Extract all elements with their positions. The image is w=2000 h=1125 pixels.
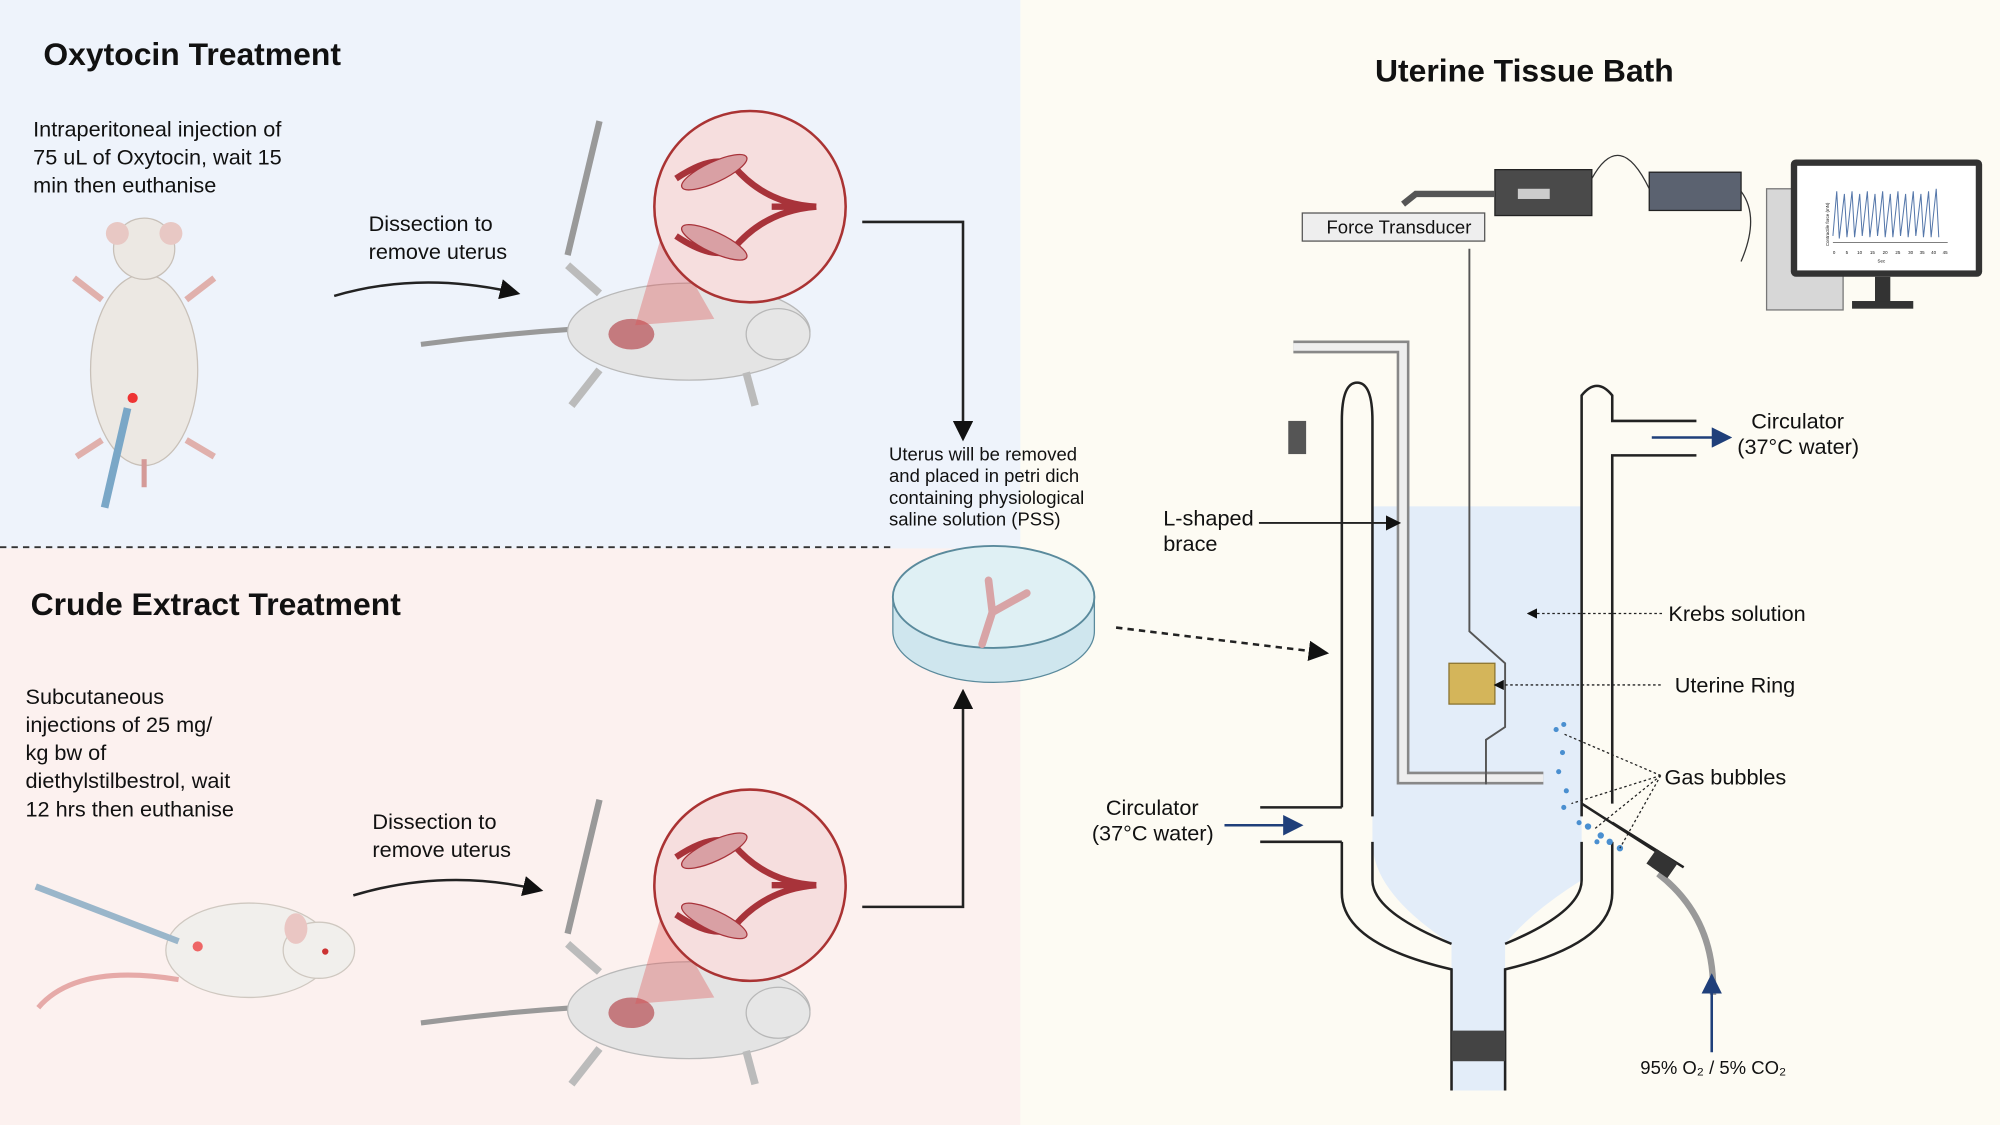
mouse-supine-icon bbox=[72, 217, 217, 509]
oxytocin-panel bbox=[0, 0, 1021, 549]
gas-bubbles-icon bbox=[1553, 721, 1624, 852]
oxytocin-description: 75 uL of Oxytocin, wait 15 bbox=[33, 145, 282, 170]
monitor-ylabel: Contractile force (mN) bbox=[1825, 202, 1830, 246]
monitor-xtick: 35 bbox=[1920, 250, 1925, 255]
tissue-bath-vessel bbox=[1260, 248, 1717, 1091]
crude-extract-title: Crude Extract Treatment bbox=[31, 586, 402, 622]
oxytocin-description: Intraperitoneal injection of bbox=[33, 116, 282, 141]
petri-note: containing physiological bbox=[889, 487, 1084, 508]
gas-mix-label: 95% O₂ / 5% CO₂ bbox=[1640, 1057, 1786, 1078]
gas-bubbles-label: Gas bubbles bbox=[1665, 764, 1787, 789]
crude-description: kg bw of bbox=[26, 740, 108, 765]
amplifier-device-icon bbox=[1401, 154, 1752, 262]
monitor-xtick: 5 bbox=[1846, 250, 1849, 255]
to-bath-arrow bbox=[1115, 626, 1330, 662]
monitor-xtick: 0 bbox=[1833, 250, 1836, 255]
crude-description: Subcutaneous bbox=[26, 684, 165, 709]
petri-note: and placed in petri dich bbox=[889, 465, 1079, 486]
monitor-xtick: 40 bbox=[1931, 250, 1936, 255]
crude-description: diethylstilbestrol, wait bbox=[26, 768, 231, 793]
crude-description: 12 hrs then euthanise bbox=[26, 796, 234, 821]
force-transducer-label: Force Transducer bbox=[1327, 216, 1472, 237]
flow-arrow bbox=[862, 220, 974, 442]
monitor-xtick: 15 bbox=[1870, 250, 1875, 255]
oxytocin-title: Oxytocin Treatment bbox=[43, 36, 341, 72]
dissection-label: Dissection to bbox=[369, 211, 493, 236]
uterine-ring-label: Uterine Ring bbox=[1675, 673, 1795, 698]
oxytocin-description: min then euthanise bbox=[33, 173, 216, 198]
circulator-in-label: Circulator bbox=[1106, 795, 1199, 820]
brace-label: brace bbox=[1163, 531, 1217, 556]
petri-note: Uterus will be removed bbox=[889, 443, 1077, 464]
dissection-label: remove uterus bbox=[369, 239, 508, 264]
flow-arrow bbox=[862, 688, 974, 909]
dissection-label: remove uterus bbox=[372, 837, 511, 862]
krebs-solution-label: Krebs solution bbox=[1668, 601, 1805, 626]
brace-label: L-shaped bbox=[1163, 506, 1253, 531]
petri-note: saline solution (PSS) bbox=[889, 509, 1061, 530]
uterine-ring-icon bbox=[1448, 662, 1496, 705]
circulator-in-label: (37°C water) bbox=[1092, 821, 1214, 846]
circulator-out-label: Circulator bbox=[1751, 409, 1844, 434]
force-transducer-box bbox=[1301, 212, 1486, 242]
monitor-xtick: 20 bbox=[1883, 250, 1888, 255]
monitor-xtick: 30 bbox=[1908, 250, 1913, 255]
monitor-xlabel: Sec bbox=[1878, 259, 1886, 264]
gas-bubbles-pointer bbox=[1562, 732, 1662, 849]
monitor-xtick: 10 bbox=[1857, 250, 1862, 255]
dissection-arrow bbox=[352, 876, 544, 897]
monitor-xtick: 25 bbox=[1895, 250, 1900, 255]
computer-monitor-icon: Contractile force (mN) Sec 0 5 10 15 20 … bbox=[1765, 159, 1983, 311]
petri-dish-icon bbox=[891, 544, 1096, 684]
tissue-bath-title: Uterine Tissue Bath bbox=[1375, 53, 1674, 89]
circulator-out-label: (37°C water) bbox=[1737, 434, 1859, 459]
monitor-xtick: 45 bbox=[1943, 250, 1948, 255]
crude-description: injections of 25 mg/ bbox=[26, 712, 214, 737]
dissection-label: Dissection to bbox=[372, 809, 496, 834]
crude-extract-panel bbox=[0, 548, 1021, 1125]
mouse-injection-icon bbox=[34, 883, 356, 1010]
dissection-arrow bbox=[333, 279, 521, 300]
